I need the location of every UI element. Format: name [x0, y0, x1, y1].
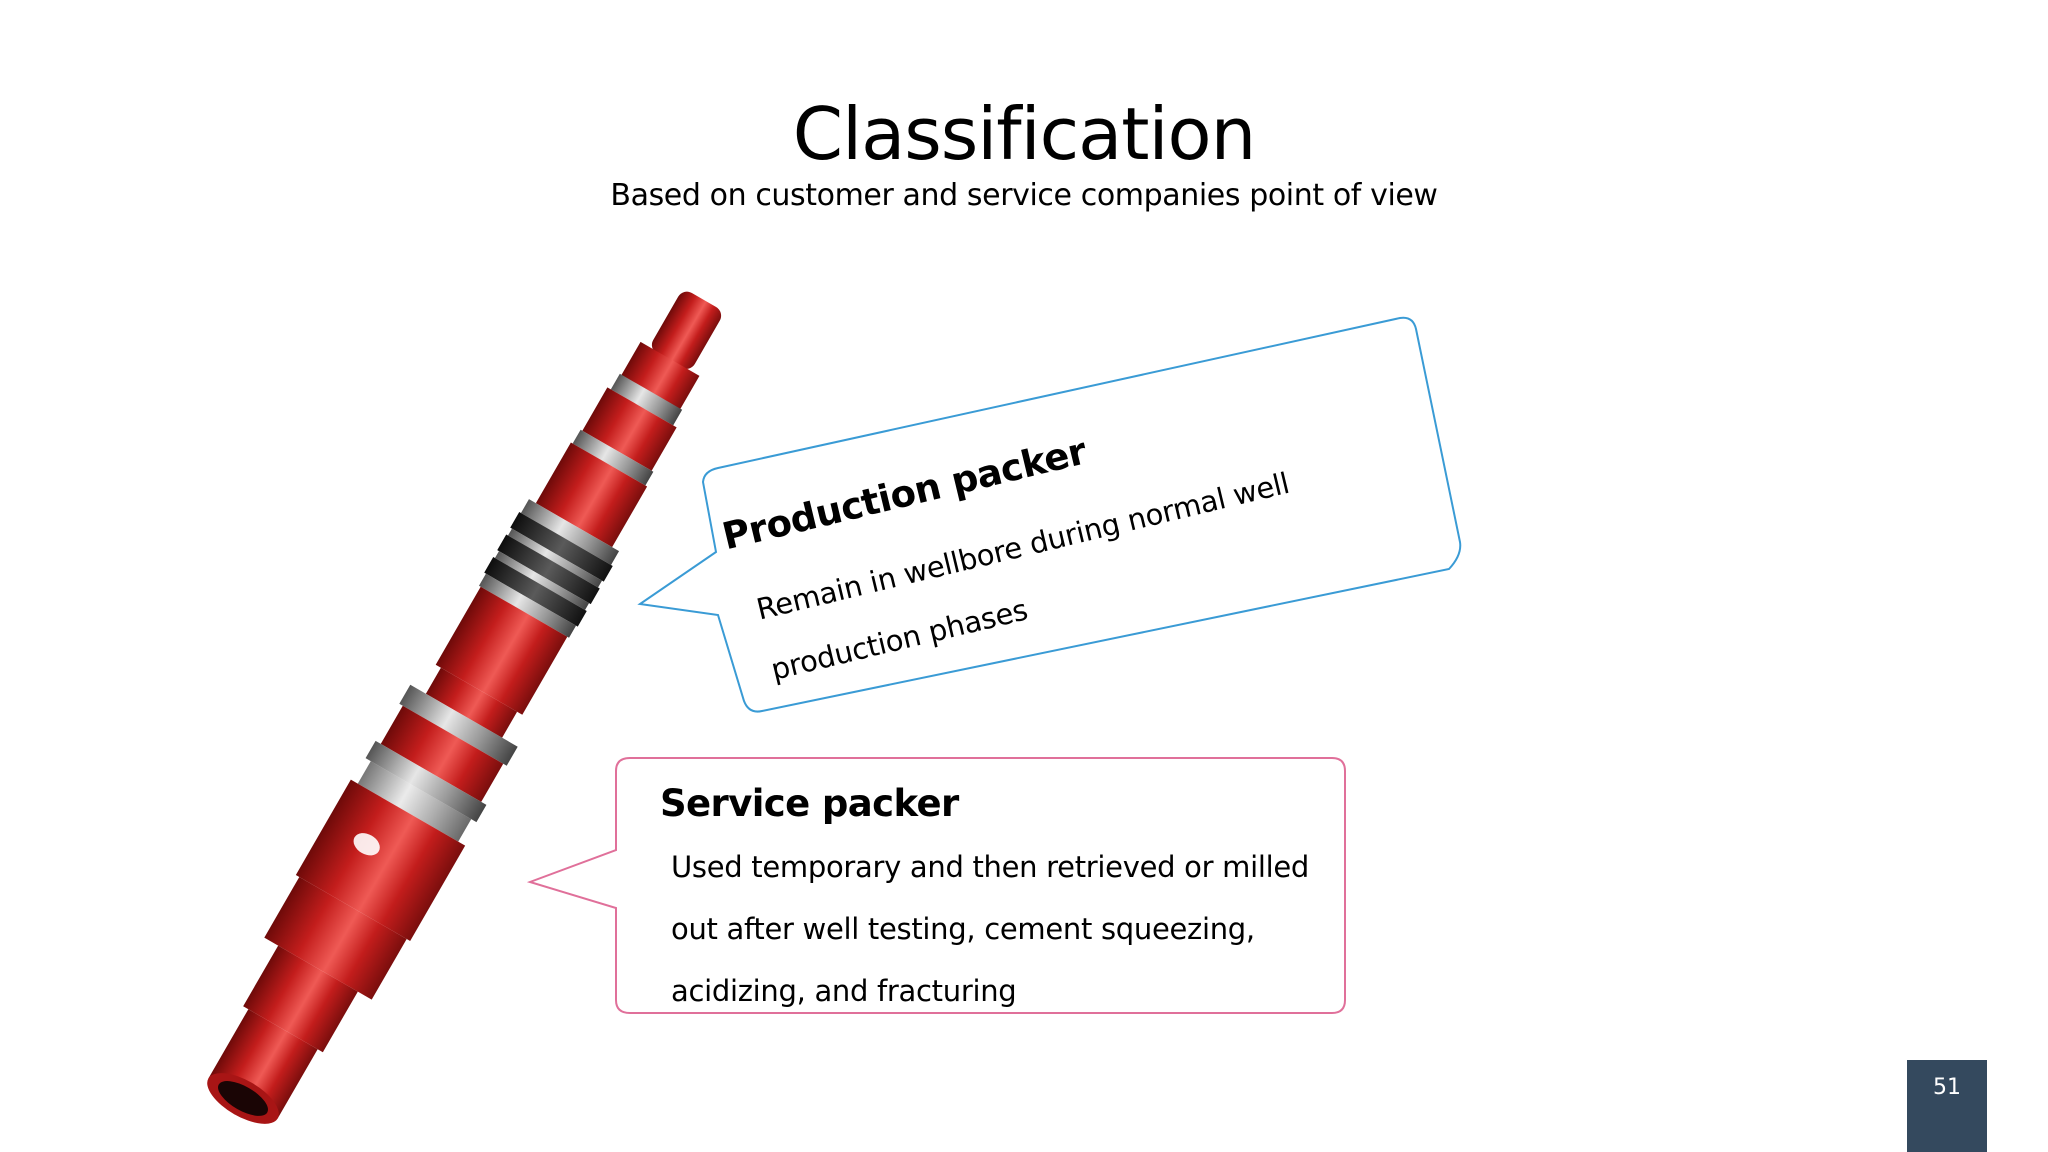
- service-callout-border: [526, 757, 1346, 1014]
- service-packer-description: Used temporary and then retrieved or mil…: [671, 850, 1309, 1008]
- page-title: Classification: [792, 92, 1256, 176]
- service-packer-heading: Service packer: [660, 782, 959, 825]
- page-subtitle: Based on customer and service companies …: [610, 178, 1438, 213]
- production-callout-border: [637, 316, 1462, 713]
- page-number-badge: 51: [1907, 1060, 1987, 1152]
